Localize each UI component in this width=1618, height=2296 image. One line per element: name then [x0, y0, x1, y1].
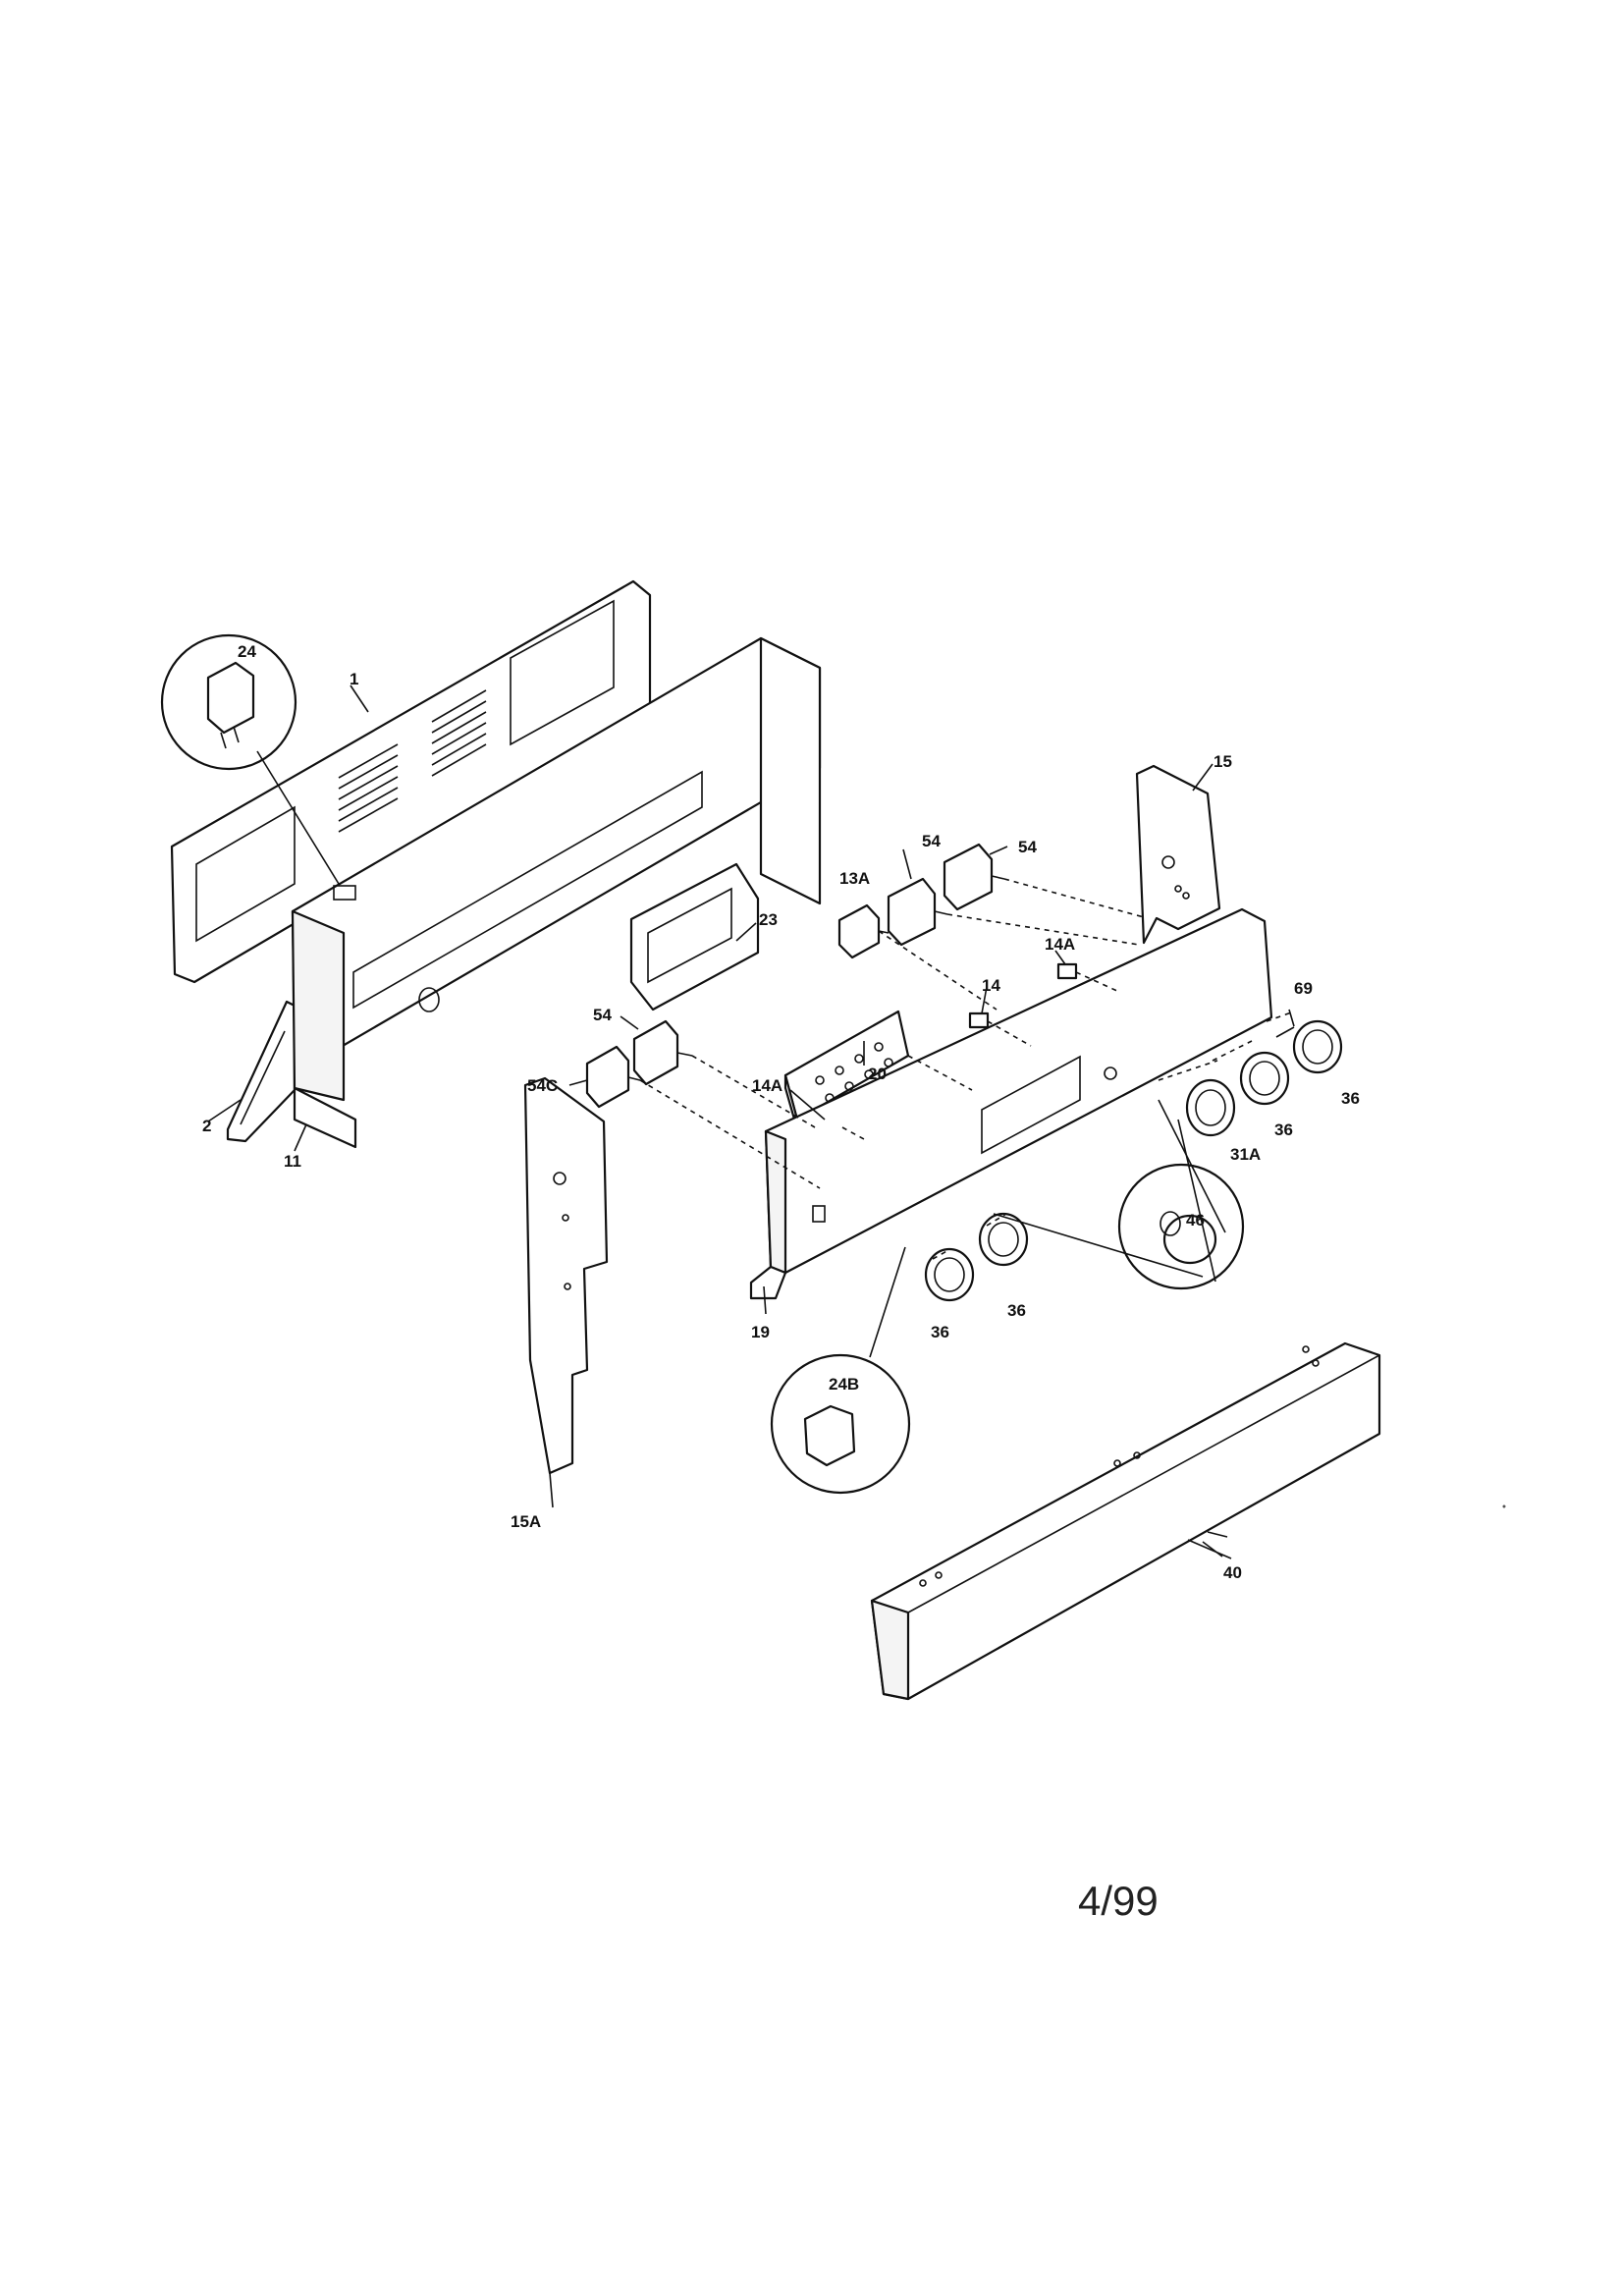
- detail-circle-46: [1117, 1163, 1245, 1290]
- knob-36-right-center: [1239, 1051, 1290, 1106]
- callout-54-b: 54: [1018, 838, 1037, 856]
- right-end-bracket: [1135, 764, 1221, 945]
- knob-36-front-left: [924, 1247, 975, 1302]
- callout-11: 11: [284, 1152, 301, 1171]
- callout-20: 20: [868, 1065, 887, 1083]
- left-end-bracket: [523, 1076, 609, 1475]
- callout-24: 24: [238, 642, 256, 661]
- callout-2: 2: [202, 1117, 211, 1135]
- indicator-light-14: [968, 1011, 990, 1029]
- knob-31a: [1185, 1078, 1236, 1137]
- callout-14: 14: [982, 976, 1000, 995]
- callout-19: 19: [751, 1323, 770, 1341]
- callout-15: 15: [1214, 752, 1232, 771]
- callout-46: 46: [1186, 1211, 1205, 1230]
- rear-panel: [170, 579, 652, 984]
- switch-54-upper-right: [943, 843, 1005, 911]
- callout-69: 69: [1294, 979, 1313, 998]
- assembly-dashed-lines: [639, 878, 1295, 1260]
- callout-14a-lower: 14A: [752, 1076, 782, 1095]
- callout-24b: 24B: [829, 1375, 859, 1394]
- rear-panel-vents: [338, 689, 487, 833]
- knob-36-right: [1292, 1019, 1343, 1074]
- callout-36-b: 36: [1274, 1121, 1293, 1139]
- callout-23: 23: [759, 910, 778, 929]
- screw-69: [1275, 1026, 1295, 1038]
- callout-54-c: 54: [593, 1006, 612, 1024]
- trim-strip: [870, 1341, 1381, 1701]
- callout-labels: 1 2 11 13A 14 14A 14A 15 15A 19 20 23 24…: [202, 642, 1360, 1582]
- callout-36-d: 36: [931, 1323, 949, 1341]
- scan-speck: [1502, 1504, 1506, 1508]
- callout-15a: 15A: [511, 1512, 541, 1531]
- switch-54-upper-left: [887, 877, 948, 947]
- switch-54c: [585, 1045, 641, 1109]
- callout-31a: 31A: [1230, 1145, 1261, 1164]
- back-guard-frame: [291, 636, 822, 1149]
- date-stamp: 4/99: [1078, 1878, 1159, 1924]
- callout-54c: 54C: [527, 1076, 558, 1095]
- callout-36-a: 36: [1341, 1089, 1360, 1108]
- lower-bracket: [226, 1000, 297, 1143]
- callout-40: 40: [1223, 1563, 1242, 1582]
- detail-circle-24: [160, 633, 297, 771]
- indicator-light-14a-upper: [1056, 962, 1078, 980]
- callout-14a-upper: 14A: [1045, 935, 1075, 954]
- callout-13a: 13A: [839, 869, 870, 888]
- knob-36-front-center: [978, 1212, 1029, 1267]
- control-panel: [749, 907, 1273, 1300]
- callout-1: 1: [350, 670, 358, 688]
- callout-54-a: 54: [922, 832, 941, 850]
- leader-lines: [207, 684, 1295, 1559]
- control-bracket: [629, 862, 760, 1011]
- detail-circle-24b: [770, 1353, 911, 1495]
- switch-13a: [837, 903, 890, 959]
- callout-36-c: 36: [1007, 1301, 1026, 1320]
- switch-54-lower: [632, 1019, 693, 1086]
